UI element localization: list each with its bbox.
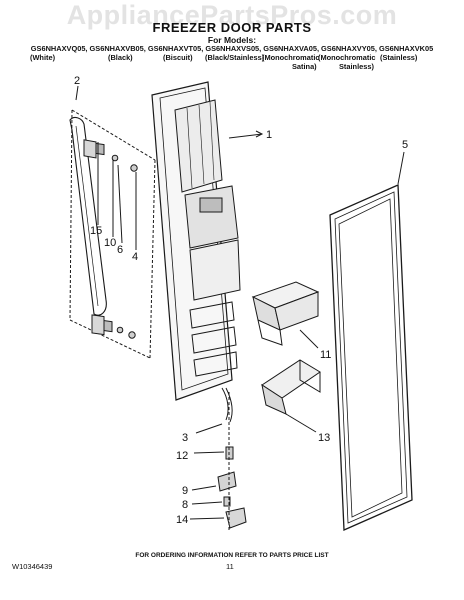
door-liner-inner xyxy=(159,87,229,391)
callout-6: 6 xyxy=(117,244,123,256)
upper-panel xyxy=(174,99,223,193)
leader-line xyxy=(75,85,79,101)
leader-line xyxy=(189,517,225,520)
variant-mono-stainless-line2: Stainless) xyxy=(339,62,374,71)
door-handle xyxy=(69,116,107,316)
page-title: FREEZER DOOR PARTS xyxy=(152,20,312,35)
callout-2: 2 xyxy=(74,75,80,87)
callout-12: 12 xyxy=(176,450,188,462)
document-number: W10346439 xyxy=(12,562,53,571)
dispenser-recess xyxy=(184,185,239,249)
callout-8: 8 xyxy=(182,499,188,511)
bottom-mount-bracket xyxy=(103,320,113,333)
alignment-line xyxy=(71,109,156,161)
variant-mono-satina-line2: Satina) xyxy=(292,62,317,71)
bottom-end-cap xyxy=(91,314,105,336)
door-gasket xyxy=(329,151,413,531)
door-handle-edge xyxy=(75,125,99,307)
liner-shelf xyxy=(193,351,238,377)
leader-line xyxy=(191,501,223,505)
callout-15: 15 xyxy=(90,225,102,237)
leader-line xyxy=(117,164,123,244)
alignment-line xyxy=(69,109,73,321)
callout-9: 9 xyxy=(182,485,188,497)
screw xyxy=(116,326,124,334)
gasket-middle xyxy=(334,191,408,524)
liner-shelf xyxy=(191,326,237,354)
callout-14: 14 xyxy=(176,514,188,526)
wire-harness xyxy=(225,387,233,423)
ice-chute-housing xyxy=(189,239,241,301)
for-models-label: For Models: xyxy=(207,35,257,45)
ordering-info-note: FOR ORDERING INFORMATION REFER TO PARTS … xyxy=(135,552,329,559)
alignment-line xyxy=(149,159,156,359)
callout-5: 5 xyxy=(402,139,408,151)
gasket-inner xyxy=(338,198,403,518)
variant-biscuit: (Biscuit) xyxy=(163,53,193,62)
variant-mono-satina-line1: (Monochromatic xyxy=(262,53,320,62)
callout-10: 10 xyxy=(104,237,116,249)
callout-4: 4 xyxy=(132,251,138,263)
gasket-outer xyxy=(329,184,413,531)
callout-11: 11 xyxy=(320,349,331,361)
models-list: GS6NHAXVQ05, GS6NHAXVB05, GS6NHAXVT05, G… xyxy=(30,44,434,53)
bin-cradle xyxy=(261,359,321,433)
variant-stainless: (Stainless) xyxy=(380,53,418,62)
leader-line xyxy=(228,133,263,139)
top-end-cap xyxy=(83,139,97,159)
screw xyxy=(111,154,119,162)
bin-base xyxy=(257,319,283,346)
leader-line xyxy=(285,413,317,433)
variant-mono-stainless-line1: (Monochromatic xyxy=(318,53,376,62)
page-number: 11 xyxy=(226,562,234,571)
leader-line xyxy=(195,423,223,434)
leader-line xyxy=(299,329,319,349)
door-bin xyxy=(251,281,320,349)
hinge-bracket xyxy=(217,471,237,492)
variant-black-stainless: (Black/Stainless) xyxy=(205,53,265,62)
leader-line xyxy=(193,451,225,454)
variant-white: (White) xyxy=(30,53,56,62)
dispenser-chute xyxy=(199,197,223,213)
screw xyxy=(128,331,136,339)
watermark: AppliancePartsPros.com xyxy=(66,0,398,30)
leader-line xyxy=(397,151,405,185)
lower-hardware-group xyxy=(189,387,247,530)
leader-arrow xyxy=(255,130,264,138)
callout-3: 3 xyxy=(182,432,188,444)
callout-1: 1 xyxy=(266,129,272,141)
variant-black: (Black) xyxy=(108,53,133,62)
liner-shelf xyxy=(189,301,235,329)
door-liner-assembly xyxy=(151,81,264,401)
bin-front xyxy=(274,291,319,331)
callout-13: 13 xyxy=(318,432,330,444)
handle-parts-group xyxy=(69,85,156,359)
leader-line xyxy=(191,485,217,491)
top-mount-bracket xyxy=(95,142,105,156)
screw xyxy=(130,164,138,172)
hinge-pin xyxy=(223,496,231,507)
wire-harness xyxy=(221,387,229,421)
cradle-arm xyxy=(299,360,321,393)
